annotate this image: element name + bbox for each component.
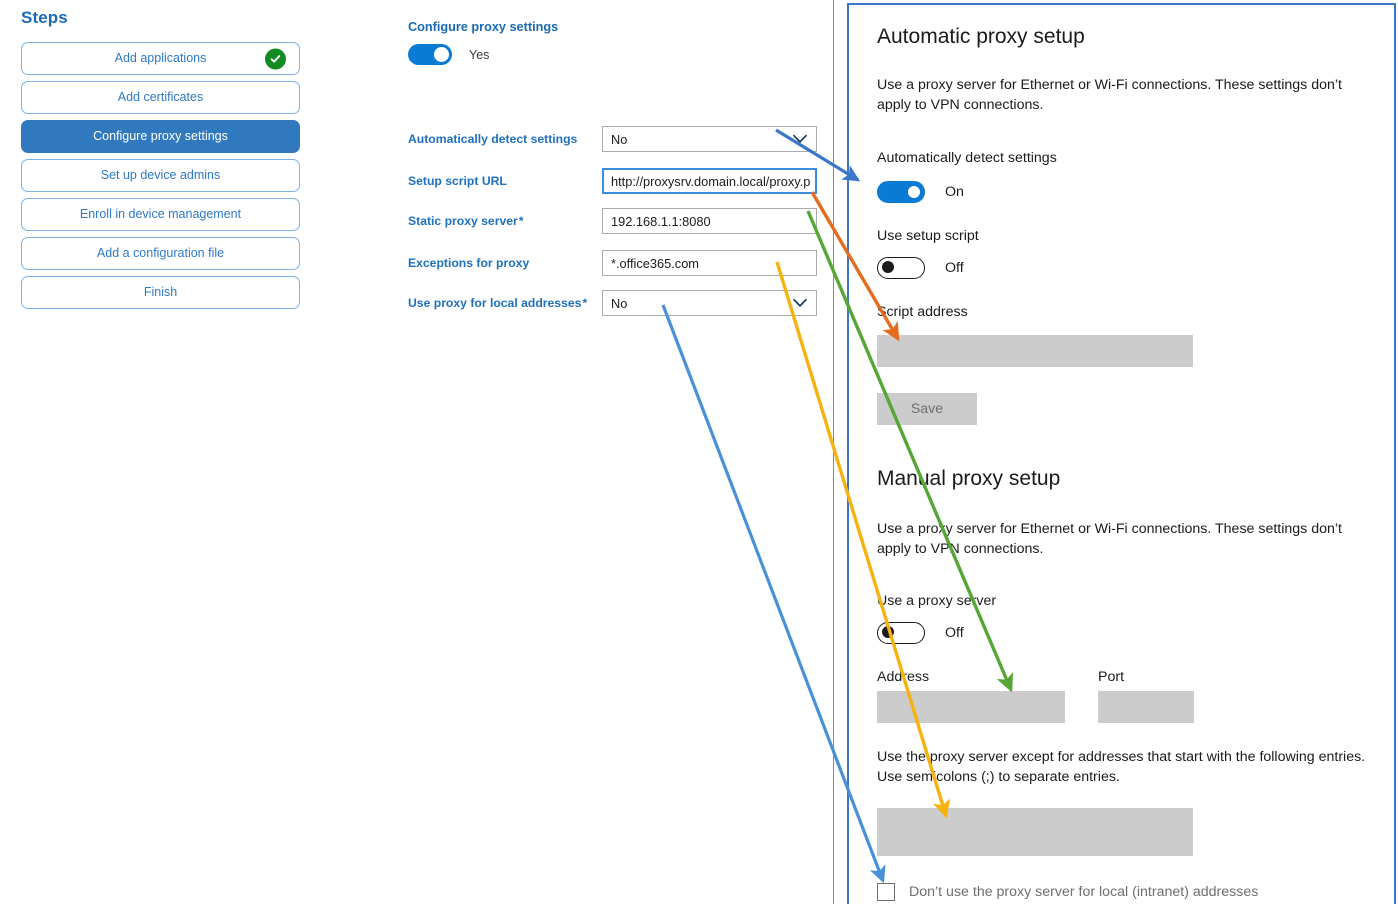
- field-label: Setup script URL: [408, 174, 507, 188]
- field-setup-script-url: Setup script URL http://proxysrv.domain.…: [408, 168, 818, 194]
- sidebar-item-enroll-in-device-management[interactable]: Enroll in device management: [21, 198, 300, 231]
- address-input[interactable]: [877, 691, 1065, 723]
- automatically-detect-settings-toggle-row: On: [877, 181, 964, 203]
- windows-proxy-settings-panel: Automatic proxy setup Use a proxy server…: [847, 3, 1396, 904]
- sidebar-item-add-applications[interactable]: Add applications: [21, 42, 300, 75]
- steps-panel: Steps Add applications Add certificates …: [0, 0, 330, 904]
- sidebar-item-finish[interactable]: Finish: [21, 276, 300, 309]
- port-input[interactable]: [1098, 691, 1194, 723]
- setup-script-url-input[interactable]: http://proxysrv.domain.local/proxy.pa: [602, 168, 817, 194]
- field-label: Use proxy for local addresses *: [408, 296, 588, 310]
- script-address-label: Script address: [877, 304, 968, 320]
- use-a-proxy-server-toggle[interactable]: [877, 622, 925, 644]
- exceptions-input[interactable]: [877, 808, 1193, 856]
- field-label: Exceptions for proxy: [408, 256, 530, 270]
- toggle-knob: [434, 47, 449, 62]
- form-heading: Configure proxy settings: [408, 20, 559, 34]
- toggle-knob: [908, 186, 920, 198]
- automatically-detect-settings-label: Automatically detect settings: [877, 150, 1057, 166]
- bypass-local-addresses-checkbox[interactable]: [877, 883, 895, 901]
- manual-proxy-setup-description: Use a proxy server for Ethernet or Wi-Fi…: [877, 521, 1342, 558]
- field-use-proxy-for-local-addresses: Use proxy for local addresses * No: [408, 290, 818, 316]
- save-button[interactable]: Save: [877, 393, 977, 425]
- exceptions-for-proxy-input[interactable]: *.office365.com: [602, 250, 817, 276]
- port-label: Port: [1098, 669, 1125, 685]
- field-label: Static proxy server *: [408, 214, 524, 228]
- proxy-form-panel: Configure proxy settings Yes Automatical…: [408, 20, 818, 316]
- toggle-knob: [882, 626, 894, 638]
- step-label: Add applications: [114, 51, 207, 66]
- field-automatically-detect-settings: Automatically detect settings No: [408, 126, 818, 152]
- sidebar-item-set-up-device-admins[interactable]: Set up device admins: [21, 159, 300, 192]
- sidebar-item-add-certificates[interactable]: Add certificates: [21, 81, 300, 114]
- required-marker: *: [517, 214, 524, 228]
- use-setup-script-toggle[interactable]: [877, 257, 925, 279]
- configure-proxy-settings-toggle-row: Yes: [408, 44, 489, 65]
- chevron-down-icon: [793, 296, 807, 311]
- input-value: *.office365.com: [611, 255, 699, 271]
- check-circle-icon: [265, 48, 286, 69]
- select-value: No: [611, 295, 628, 311]
- step-label: Add a configuration file: [96, 246, 225, 261]
- automatic-proxy-setup-heading: Automatic proxy setup: [877, 25, 1085, 48]
- configure-proxy-settings-toggle-value: Yes: [469, 47, 490, 62]
- toggle-knob: [882, 261, 894, 273]
- bypass-local-addresses-label: Don’t use the proxy server for local (in…: [909, 884, 1259, 900]
- static-proxy-server-input[interactable]: 192.168.1.1:8080: [602, 208, 817, 234]
- automatically-detect-settings-toggle[interactable]: [877, 181, 925, 203]
- toggle-state-label: On: [945, 184, 964, 200]
- automatically-detect-settings-select[interactable]: No: [602, 126, 817, 152]
- exceptions-description: Use the proxy server except for addresse…: [877, 749, 1366, 786]
- step-label: Set up device admins: [100, 168, 221, 183]
- steps-list: Add applications Add certificates Config…: [21, 42, 300, 315]
- input-value: 192.168.1.1:8080: [611, 213, 711, 229]
- panel-divider: [833, 0, 834, 904]
- settings-inner: Automatic proxy setup Use a proxy server…: [849, 5, 1394, 904]
- required-marker: *: [581, 296, 588, 310]
- field-label: Automatically detect settings: [408, 132, 578, 146]
- steps-title: Steps: [21, 8, 68, 27]
- sidebar-item-add-a-configuration-file[interactable]: Add a configuration file: [21, 237, 300, 270]
- address-label: Address: [877, 669, 930, 685]
- sidebar-item-configure-proxy-settings[interactable]: Configure proxy settings: [21, 120, 300, 153]
- chevron-down-icon: [793, 132, 807, 147]
- use-setup-script-toggle-row: Off: [877, 257, 964, 279]
- toggle-state-label: Off: [945, 625, 964, 641]
- step-label: Enroll in device management: [79, 207, 242, 222]
- field-exceptions-for-proxy: Exceptions for proxy *.office365.com: [408, 250, 818, 276]
- step-label: Finish: [143, 285, 178, 300]
- configure-proxy-settings-toggle[interactable]: [408, 44, 452, 65]
- step-label: Configure proxy settings: [93, 129, 228, 144]
- use-setup-script-label: Use setup script: [877, 228, 979, 244]
- step-label: Add certificates: [117, 90, 204, 105]
- use-a-proxy-server-toggle-row: Off: [877, 622, 964, 644]
- automatic-proxy-setup-description: Use a proxy server for Ethernet or Wi-Fi…: [877, 77, 1342, 114]
- bypass-local-addresses-row: Don’t use the proxy server for local (in…: [877, 883, 1258, 901]
- script-address-input[interactable]: [877, 335, 1193, 367]
- toggle-state-label: Off: [945, 260, 964, 276]
- use-proxy-for-local-addresses-select[interactable]: No: [602, 290, 817, 316]
- manual-proxy-setup-heading: Manual proxy setup: [877, 467, 1061, 490]
- use-a-proxy-server-label: Use a proxy server: [877, 593, 997, 609]
- input-value: http://proxysrv.domain.local/proxy.pa: [611, 173, 811, 189]
- field-static-proxy-server: Static proxy server * 192.168.1.1:8080: [408, 208, 818, 234]
- select-value: No: [611, 131, 628, 147]
